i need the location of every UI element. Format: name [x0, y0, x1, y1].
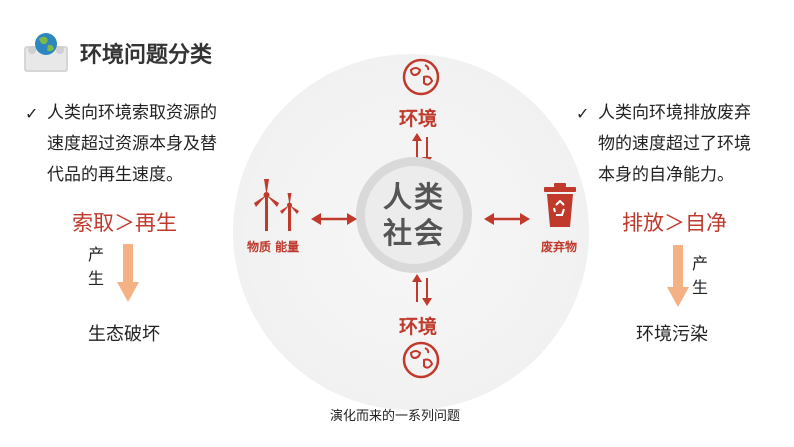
left-produce-label: 产 生	[88, 243, 108, 291]
left-produce-char-2: 生	[88, 269, 105, 288]
left-line-2: 速度超过资源本身及替	[47, 134, 217, 154]
double-arrow-icon	[484, 211, 530, 230]
top-node-label: 环境	[399, 108, 438, 130]
left-produce-char-1: 产	[88, 245, 105, 264]
right-produce-label: 产 生	[692, 252, 712, 300]
cycle-arrows-icon	[410, 272, 434, 312]
page-title: 环境问题分类	[80, 43, 213, 68]
down-arrow-icon	[667, 245, 689, 311]
right-line-2: 物的速度超过了环境	[598, 134, 751, 154]
bottom-node-label: 环境	[399, 316, 438, 338]
down-arrow-icon	[117, 244, 139, 306]
right-description: 人类向环境排放废弃 物的速度超过了环境 本身的自净能力。	[598, 98, 788, 191]
left-result: 生态破坏	[88, 324, 160, 345]
checkmark-icon: ✓	[576, 104, 590, 123]
wind-turbine-icon	[252, 177, 302, 235]
double-arrow-icon	[311, 211, 357, 230]
center-line-2: 社会	[382, 216, 445, 250]
right-produce-char-2: 生	[692, 278, 709, 297]
right-produce-char-1: 产	[692, 254, 709, 273]
center-line-1: 人类	[382, 180, 445, 214]
center-node: 人类 社会	[365, 166, 463, 264]
center-label: 人类 社会	[379, 179, 449, 251]
right-relation: 排放＞自净	[622, 211, 727, 235]
right-line-1: 人类向环境排放废弃	[598, 103, 751, 123]
left-description: 人类向环境索取资源的 速度超过资源本身及替 代品的再生速度。	[47, 98, 257, 191]
left-line-1: 人类向环境索取资源的	[47, 103, 217, 123]
globe-icon	[401, 57, 441, 101]
right-result: 环境污染	[636, 324, 708, 345]
right-line-3: 本身的自净能力。	[598, 165, 734, 185]
left-relation: 索取＞再生	[72, 211, 177, 235]
left-line-3: 代品的再生速度。	[47, 165, 183, 185]
globe-icon	[22, 30, 70, 74]
checkmark-icon: ✓	[25, 104, 39, 123]
left-node-label: 物质 能量	[247, 240, 300, 254]
right-node-label: 废弃物	[541, 240, 578, 254]
globe-icon	[401, 340, 441, 384]
recycle-bin-icon	[542, 183, 578, 233]
caption: 演化而来的一系列问题	[330, 409, 461, 424]
